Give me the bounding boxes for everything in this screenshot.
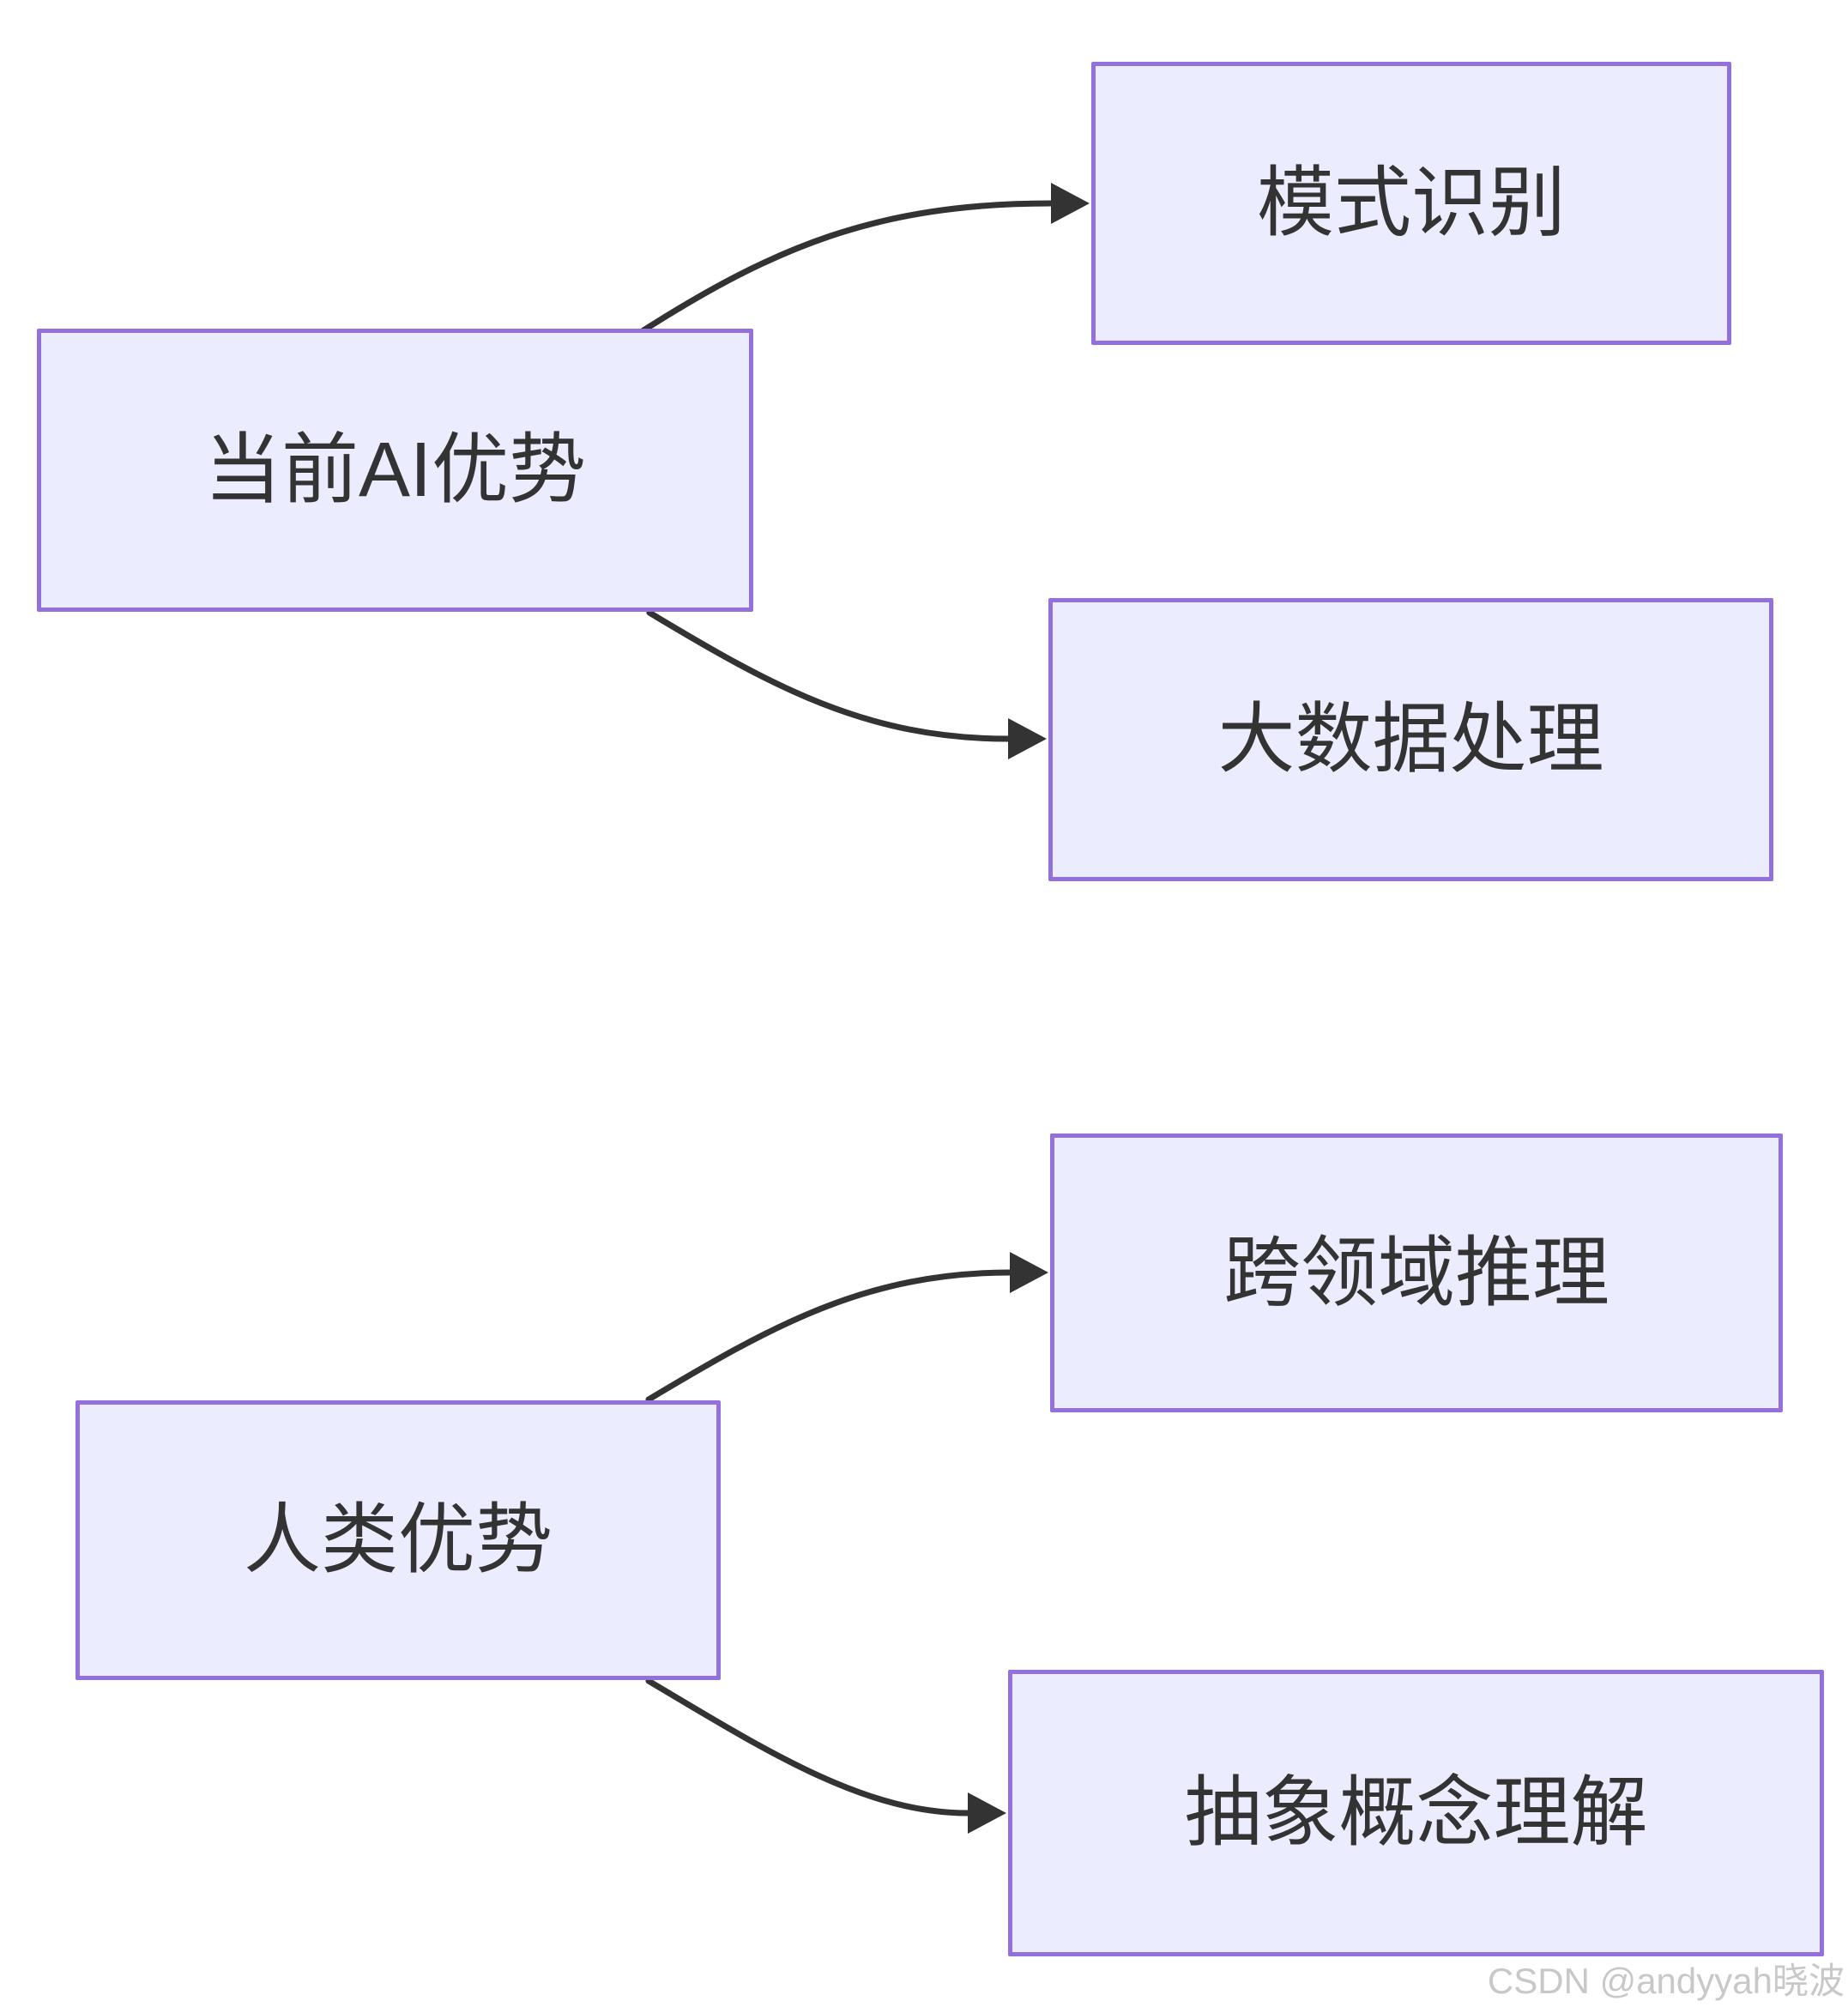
node-big-data-processing: 大数据处理 [1048,598,1773,881]
node-label: 人类优势 [244,1497,553,1583]
edge-human-to-cross [645,1252,1048,1403]
node-label: 跨领域推理 [1223,1230,1609,1316]
node-pattern-recognition: 模式识别 [1091,62,1731,345]
node-label: 模式识别 [1257,160,1566,246]
edge-ai-to-bigdata [646,609,1047,759]
arrowhead-icon [1010,1252,1048,1293]
node-label: 当前AI优势 [203,427,587,513]
node-human-advantages: 人类优势 [75,1400,721,1680]
node-label: 大数据处理 [1217,697,1604,783]
arrowhead-icon [1008,718,1047,759]
arrowhead-icon [1051,183,1090,224]
node-abstract-concept-understanding: 抽象概念理解 [1008,1670,1824,1956]
node-label: 抽象概念理解 [1184,1770,1648,1856]
edge-ai-to-pattern [640,183,1090,334]
edge-human-to-abstract [645,1678,1006,1834]
arrowhead-icon [968,1792,1006,1834]
node-cross-domain-reasoning: 跨领域推理 [1050,1133,1783,1412]
node-current-ai-advantages: 当前AI优势 [37,329,753,612]
csdn-watermark: CSDN @andyyah晓波 [1487,1961,1845,2001]
